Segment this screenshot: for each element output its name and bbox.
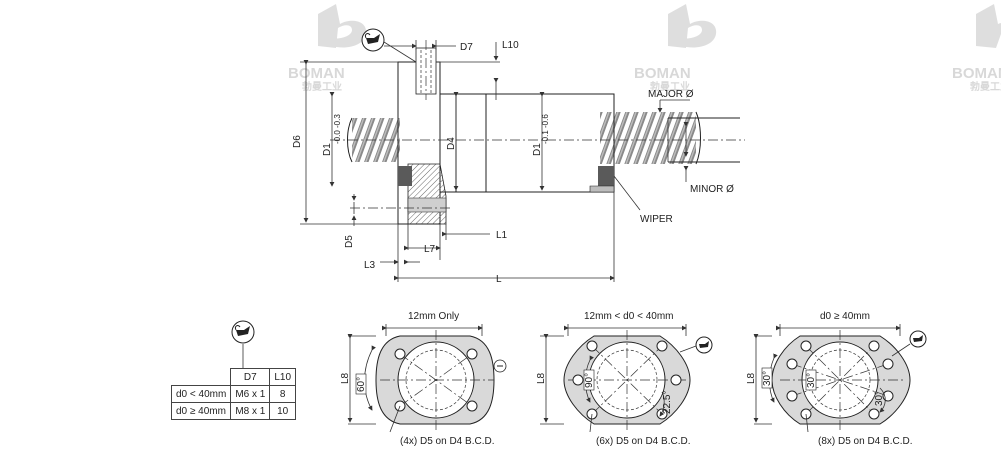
watermark-brand: BOMAN [952, 65, 1001, 82]
label-d4: D4 [446, 137, 457, 150]
flange-2-angle: 90° [584, 373, 595, 388]
watermark-subtitle: 勃曼工业 [970, 80, 1001, 93]
label-d1-right: D1 [532, 143, 543, 156]
nut-body [439, 93, 615, 193]
flange-1-caption: (4x) D5 on D4 B.C.D. [400, 436, 494, 447]
label-major: MAJOR Ø [648, 89, 694, 100]
table-row: d0 ≥ 40mm M8 x 1 10 [170, 402, 297, 420]
flange-2-l8: L8 [536, 372, 547, 384]
label-minor: MINOR Ø [690, 184, 734, 195]
watermark-subtitle: 勃曼工业 [650, 80, 690, 93]
table-cell-l10: 8 [269, 385, 297, 403]
label-d1-left-tol: -0.0 -0.3 [333, 114, 342, 144]
flange-2-angle2: 22.5° [662, 391, 673, 414]
flange-3-l8: L8 [746, 372, 757, 384]
flange-3-angle: 30° [762, 371, 773, 386]
flange-1-angle: 60° [356, 377, 367, 392]
label-l1: L1 [496, 230, 508, 241]
flange-3-caption: (8x) D5 on D4 B.C.D. [818, 436, 912, 447]
table-header-row: D7 L10 [171, 368, 297, 386]
table-cell-d7: M6 x 1 [230, 385, 271, 403]
oil-can-icon [361, 28, 417, 63]
flange-1-l8: L8 [340, 372, 351, 384]
table-corner [171, 368, 232, 386]
label-d1-right-tol: -0.1 -0.6 [541, 114, 550, 144]
flange-3-angle-inner: 30° [806, 373, 817, 388]
label-d7: D7 [460, 42, 473, 53]
wiper-left [398, 166, 412, 186]
watermark-logo-1: BOMAN 勃曼工业 [288, 4, 367, 93]
table-row-cond: d0 ≥ 40mm [170, 402, 232, 420]
label-d6: D6 [292, 135, 303, 148]
wiper-right [598, 166, 614, 186]
label-l3: L3 [364, 260, 376, 271]
flange-1-title: 12mm Only [408, 311, 459, 322]
flange-2-caption: (6x) D5 on D4 B.C.D. [596, 436, 690, 447]
oil-can-icon [679, 336, 713, 354]
table-cell-l10: 10 [269, 402, 297, 420]
label-l: L [496, 274, 502, 285]
flange-view-6-holes: 12mm < d0 < 40mm L8 90° 22.5° (6x) D5 on… [536, 311, 713, 447]
table-row-cond: d0 < 40mm [170, 385, 232, 403]
label-d5: D5 [344, 235, 355, 248]
label-l10: L10 [502, 40, 519, 51]
watermark-brand: BOMAN [288, 65, 345, 82]
table-col-d7: D7 [230, 368, 271, 386]
oil-can-icon [891, 330, 927, 357]
label-d1-left: D1 [322, 143, 333, 156]
main-section-view: D6 D1 -0.0 -0.3 D4 D1 -0.1 -0.6 D5 D7 L1… [292, 28, 745, 285]
flange-3-angle2: 30° [874, 391, 885, 406]
screw-thread-right [600, 112, 696, 164]
lube-port-table: D7 L10 d0 < 40mm M6 x 1 8 d0 ≥ 40mm M8 x… [170, 368, 297, 420]
label-l7: L7 [424, 244, 436, 255]
flange-2-title: 12mm < d0 < 40mm [584, 311, 673, 322]
flange-view-8-holes: d0 ≥ 40mm L8 30° 30° 30° (8x) D5 on D4 B [746, 311, 927, 447]
watermark-subtitle: 勃曼工业 [302, 80, 342, 93]
flange-3-title: d0 ≥ 40mm [820, 311, 870, 322]
table-col-l10: L10 [269, 368, 297, 386]
table-row: d0 < 40mm M6 x 1 8 [170, 385, 297, 403]
label-wiper: WIPER [640, 214, 673, 225]
watermark-logo-3: BOMAN 勃曼工业 [952, 4, 1001, 93]
watermark-logo-2: BOMAN 勃曼工业 [634, 4, 717, 93]
flange-view-4-holes: 12mm Only L8 60° (4x) D5 on D4 B.C.D. [340, 311, 507, 447]
oil-can-icon [231, 320, 255, 368]
flange-section [407, 163, 447, 225]
watermark-brand: BOMAN [634, 65, 691, 82]
table-cell-d7: M8 x 1 [230, 402, 271, 420]
